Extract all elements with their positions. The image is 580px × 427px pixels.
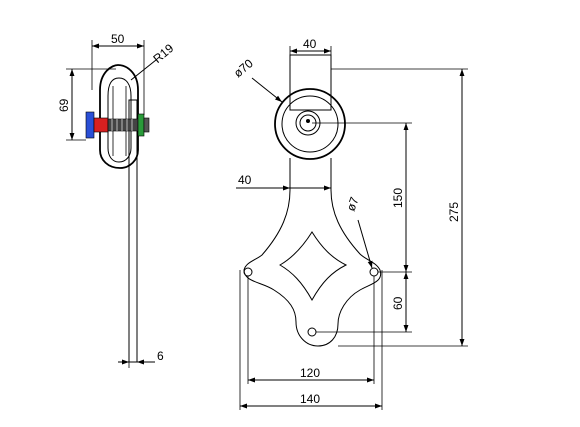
dim-6-label: 6 bbox=[157, 349, 164, 363]
dim-40-neck-arrow-left bbox=[283, 185, 290, 191]
front-top-block bbox=[289, 54, 332, 111]
dim-60-label: 60 bbox=[391, 296, 405, 310]
dim-6-arrow-right bbox=[137, 359, 144, 365]
dim-50-label: 50 bbox=[111, 32, 125, 46]
dim-r19-leader bbox=[130, 59, 157, 81]
front-hole-left bbox=[243, 267, 253, 277]
dim-dia70-label: ø70 bbox=[231, 56, 256, 80]
side-wheel-outline bbox=[107, 77, 132, 163]
bolt-head-blue bbox=[85, 111, 95, 139]
dim-120-label: 120 bbox=[300, 366, 320, 380]
front-wheel-inner bbox=[281, 95, 339, 153]
bolt-nut-green bbox=[137, 113, 145, 137]
front-hole-bottom bbox=[307, 327, 317, 337]
side-view: 50 R19 69 6 bbox=[57, 32, 177, 368]
dim-r19-label: R19 bbox=[150, 41, 176, 66]
front-diamond-cutout bbox=[279, 231, 348, 302]
dim-69-label: 69 bbox=[57, 98, 71, 112]
side-bolt bbox=[85, 111, 150, 139]
dim-dia7-label: ø7 bbox=[344, 195, 362, 213]
side-housing-outline bbox=[99, 64, 139, 169]
side-plate bbox=[128, 99, 138, 363]
dim-275-label: 275 bbox=[447, 202, 461, 222]
dim-150-label: 150 bbox=[391, 188, 405, 208]
bolt-end bbox=[143, 117, 150, 133]
front-wheel-outer bbox=[274, 88, 346, 160]
dim-140-label: 140 bbox=[300, 392, 320, 406]
dim-40-top-label: 40 bbox=[303, 37, 317, 51]
dim-dia70-leader bbox=[251, 77, 283, 103]
dim-40-neck-label: 40 bbox=[238, 173, 252, 187]
front-view: 40 ø70 40 ø7 150 60 275 120 bbox=[231, 37, 468, 410]
front-hole-right bbox=[369, 267, 379, 277]
front-hanger-body bbox=[243, 158, 382, 347]
bolt-shank-red bbox=[93, 117, 109, 133]
dim-dia7-leader bbox=[357, 219, 373, 269]
dim-6-arrow-left bbox=[122, 359, 129, 365]
front-axle-dot bbox=[306, 119, 310, 123]
